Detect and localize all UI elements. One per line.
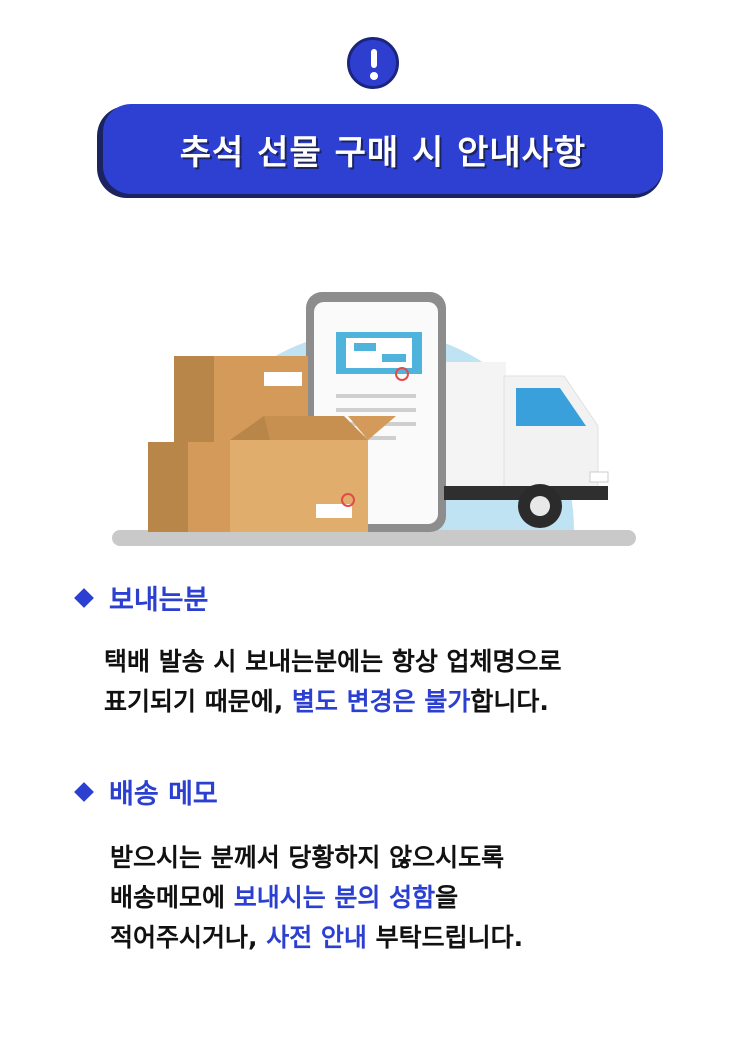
page-title: 추석 선물 구매 시 안내사항 (179, 132, 587, 173)
delivery-illustration (112, 292, 636, 546)
memo-paragraph: 받으시는 분께서 당황하지 않으시도록 배송메모에 보내시는 분의 성함을 적어… (110, 838, 523, 958)
memo-line-3: 적어주시거나, 사전 안내 부탁드립니다. (110, 923, 524, 952)
title-banner: 추석 선물 구매 시 안내사항 (103, 104, 663, 194)
highlight-sender-name: 보내시는 분의 성함 (233, 883, 436, 912)
sender-paragraph: 택배 발송 시 보내는분에는 항상 업체명으로 표기되기 때문에, 별도 변경은… (104, 642, 562, 722)
sender-line-1: 택배 발송 시 보내는분에는 항상 업체명으로 (104, 647, 562, 676)
diamond-icon (74, 587, 94, 608)
section-heading-sender-label: 보내는분 (109, 585, 209, 616)
memo-line-1: 받으시는 분께서 당황하지 않으시도록 (110, 843, 505, 872)
section-heading-memo: 배송 메모 (73, 772, 218, 811)
section-heading-sender: 보내는분 (73, 578, 208, 617)
highlight-no-change: 별도 변경은 불가 (291, 687, 471, 716)
memo-line-2: 배송메모에 보내시는 분의 성함을 (110, 883, 459, 912)
diamond-icon (74, 781, 94, 802)
highlight-prior-notice: 사전 안내 (266, 923, 367, 952)
alert-icon (347, 37, 399, 89)
section-heading-memo-label: 배송 메모 (109, 779, 218, 810)
sender-line-2: 표기되기 때문에, 별도 변경은 불가합니다. (104, 687, 549, 716)
